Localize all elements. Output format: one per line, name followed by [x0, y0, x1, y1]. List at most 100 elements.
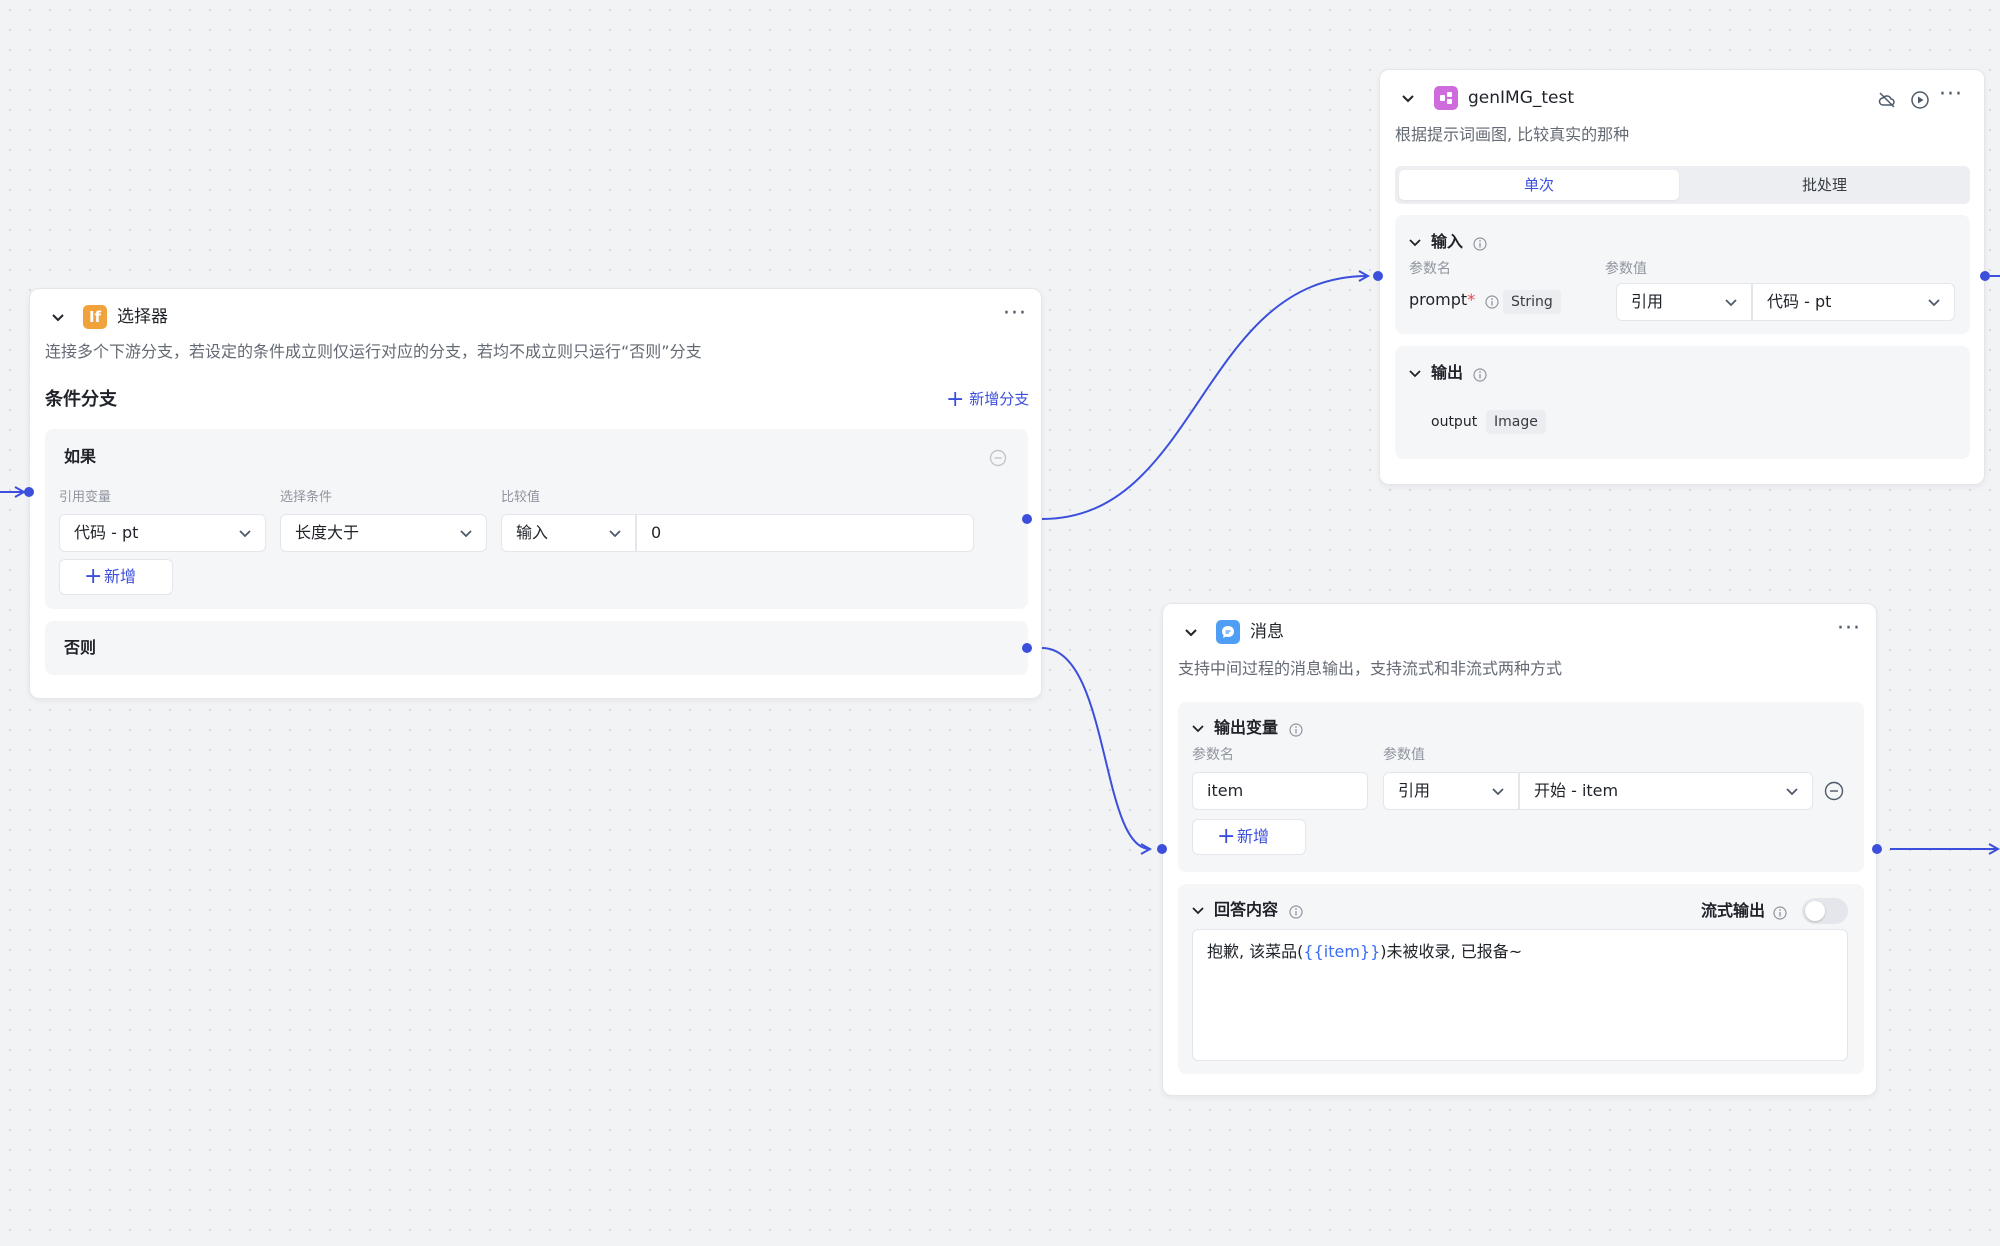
- message-input-port[interactable]: [1157, 844, 1167, 854]
- node-header: 消息 ···: [1163, 604, 1876, 660]
- section-title: 条件分支: [45, 389, 117, 410]
- plus-icon: +: [84, 564, 103, 589]
- message-node[interactable]: 消息 ··· 支持中间过程的消息输出，支持流式和非流式两种方式 输出变量 参数名…: [1162, 603, 1877, 1096]
- stream-output-toggle[interactable]: [1802, 898, 1848, 924]
- more-icon[interactable]: ···: [1003, 301, 1027, 326]
- genimg-node[interactable]: genIMG_test ··· 根据提示词画图, 比较真实的那种 单次 批处理 …: [1379, 69, 1985, 485]
- if-output-port[interactable]: [1022, 514, 1032, 524]
- col-cmp-label: 比较值: [501, 490, 541, 505]
- tab-single[interactable]: 单次: [1399, 170, 1679, 200]
- node-description: 根据提示词画图, 比较真实的那种: [1395, 125, 1630, 144]
- plus-icon: +: [946, 387, 965, 412]
- col-value-label: 参数值: [1383, 747, 1425, 763]
- genimg-input-port[interactable]: [1373, 271, 1383, 281]
- var-name-input[interactable]: item: [1192, 772, 1368, 810]
- compare-type-value: 输入: [516, 523, 549, 542]
- param-name: prompt*: [1409, 288, 1475, 312]
- info-icon: [1473, 236, 1487, 251]
- genimg-output-port[interactable]: [1980, 271, 1990, 281]
- add-variable-button[interactable]: + 新增: [1192, 819, 1306, 855]
- node-title: 选择器: [117, 307, 168, 327]
- ref-value-select[interactable]: 开始 - item: [1519, 772, 1813, 810]
- ref-type-value: 引用: [1398, 781, 1431, 800]
- if-branch-panel: 如果 引用变量 选择条件 比较值 代码 - pt 长度大于 输入 0: [45, 429, 1028, 609]
- node-header: genIMG_test ···: [1380, 70, 1984, 126]
- input-title: 输入: [1431, 232, 1464, 251]
- edge-if-to-genimg: [1041, 276, 1368, 520]
- node-title: 消息: [1250, 622, 1284, 642]
- ref-type-value: 引用: [1631, 292, 1664, 311]
- run-mode-tabs: 单次 批处理: [1395, 166, 1970, 204]
- collapse-chevron-icon[interactable]: [1407, 234, 1423, 250]
- collapse-chevron-icon[interactable]: [1190, 720, 1206, 736]
- chevron-down-icon: [1784, 783, 1800, 799]
- stream-output-label: 流式输出: [1701, 901, 1766, 920]
- node-title: genIMG_test: [1468, 88, 1575, 108]
- answer-content-editor[interactable]: 抱歉, 该菜品({{item}})未被收录, 已报备~: [1192, 929, 1848, 1061]
- node-description: 支持中间过程的消息输出，支持流式和非流式两种方式: [1178, 659, 1563, 678]
- ref-value: 代码 - pt: [1767, 292, 1832, 311]
- ref-variable-value: 代码 - pt: [74, 523, 139, 542]
- collapse-chevron-icon[interactable]: [1407, 365, 1423, 381]
- ref-value: 开始 - item: [1534, 781, 1619, 800]
- message-icon: [1216, 620, 1240, 644]
- param-name-text: prompt: [1409, 290, 1468, 309]
- compare-value-input[interactable]: 0: [636, 514, 974, 552]
- cloud-off-icon[interactable]: [1877, 90, 1897, 110]
- output-panel: 输出 output Image: [1395, 346, 1970, 459]
- compare-value: 0: [651, 523, 662, 542]
- answer-prefix: 抱歉, 该菜品(: [1207, 942, 1304, 961]
- compare-type-select[interactable]: 输入: [501, 514, 636, 552]
- play-circle-icon[interactable]: [1910, 90, 1930, 110]
- chevron-down-icon: [237, 525, 253, 541]
- else-branch-panel: 否则: [45, 621, 1028, 675]
- selector-input-port[interactable]: [24, 487, 34, 497]
- ref-type-select[interactable]: 引用: [1616, 283, 1752, 321]
- node-description: 连接多个下游分支，若设定的条件成立则仅运行对应的分支，若均不成立则只运行“否则”…: [45, 342, 702, 361]
- chevron-down-icon: [1926, 294, 1942, 310]
- else-label: 否则: [64, 638, 97, 657]
- add-condition-label: 新增: [104, 567, 137, 586]
- collapse-chevron-icon[interactable]: [1190, 902, 1206, 918]
- collapse-chevron-icon[interactable]: [1181, 622, 1201, 642]
- add-condition-button[interactable]: + 新增: [59, 559, 173, 595]
- col-cond-label: 选择条件: [280, 490, 333, 505]
- collapse-chevron-icon[interactable]: [48, 307, 68, 327]
- col-value-label: 参数值: [1605, 261, 1647, 277]
- chevron-down-icon: [607, 525, 623, 541]
- info-icon: [1485, 294, 1499, 309]
- output-type-tag: Image: [1486, 410, 1546, 434]
- condition-select[interactable]: 长度大于: [280, 514, 487, 552]
- add-branch-label: 新增分支: [969, 390, 1030, 408]
- more-icon[interactable]: ···: [1939, 82, 1963, 107]
- tab-batch[interactable]: 批处理: [1801, 176, 1847, 194]
- ref-type-select[interactable]: 引用: [1383, 772, 1519, 810]
- answer-variable-token: {{item}}: [1303, 942, 1381, 961]
- required-mark: *: [1467, 290, 1476, 309]
- chevron-down-icon: [458, 525, 474, 541]
- plus-icon: +: [1217, 824, 1236, 849]
- selector-node[interactable]: If 选择器 ··· 连接多个下游分支，若设定的条件成立则仅运行对应的分支，若均…: [29, 288, 1042, 699]
- message-output-port[interactable]: [1872, 844, 1882, 854]
- output-title: 输出: [1431, 363, 1464, 382]
- remove-branch-icon[interactable]: [989, 449, 1007, 467]
- else-output-port[interactable]: [1022, 643, 1032, 653]
- more-icon[interactable]: ···: [1837, 616, 1861, 641]
- output-vars-panel: 输出变量 参数名 参数值 item 引用 开始 - item +: [1178, 702, 1864, 872]
- col-name-label: 参数名: [1409, 261, 1451, 277]
- collapse-chevron-icon[interactable]: [1398, 88, 1418, 108]
- answer-panel: 回答内容 流式输出 抱歉, 该菜品({{item}})未被收录, 已报备~: [1178, 884, 1864, 1074]
- chevron-down-icon: [1490, 783, 1506, 799]
- add-branch-button[interactable]: + 新增分支: [946, 388, 1029, 411]
- remove-variable-icon[interactable]: [1824, 781, 1844, 801]
- ref-variable-select[interactable]: 代码 - pt: [59, 514, 266, 552]
- var-name-value: item: [1207, 781, 1244, 800]
- toggle-knob: [1805, 901, 1825, 921]
- if-icon: If: [83, 305, 107, 329]
- ref-value-select[interactable]: 代码 - pt: [1752, 283, 1955, 321]
- info-icon: [1773, 905, 1787, 920]
- col-ref-label: 引用变量: [59, 490, 112, 505]
- param-type-tag: String: [1503, 290, 1561, 314]
- answer-title: 回答内容: [1214, 900, 1279, 919]
